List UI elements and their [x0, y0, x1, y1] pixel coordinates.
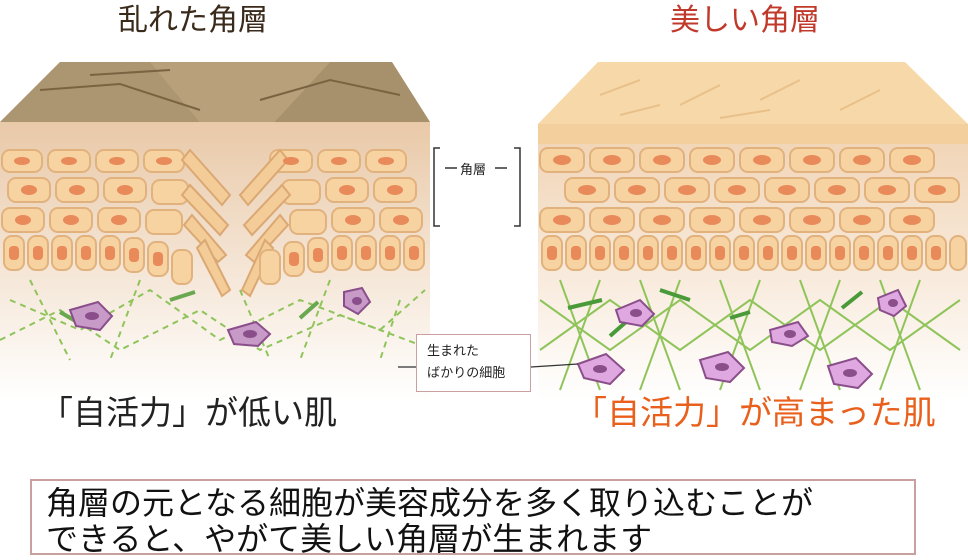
- right-title: 美しい角層: [670, 3, 820, 38]
- message-box: 角層の元となる細胞が美容成分を多く取り込むことが できると、やがて美しい角層が生…: [30, 479, 916, 558]
- newborn-cells-line2: ばかりの細胞: [427, 366, 506, 381]
- right-caption: 「自活力」が高まった肌: [574, 393, 936, 432]
- stratum-label: 角層: [460, 163, 487, 178]
- left-title: 乱れた角層: [118, 3, 268, 38]
- message-line-2: できると、やがて美しい角層が生まれます: [46, 520, 653, 558]
- newborn-leader-lines: [398, 363, 579, 368]
- left-caption: 「自活力」が低い肌: [40, 393, 337, 432]
- left-skin-block: [0, 62, 430, 400]
- newborn-cells-line1: 生まれた: [427, 344, 480, 359]
- newborn-cells-label: 生まれた ばかりの細胞: [416, 334, 531, 392]
- message-line-1: 角層の元となる細胞が美容成分を多く取り込むことが: [46, 484, 814, 522]
- right-skin-block: [538, 62, 968, 400]
- stratum-bracket: [433, 147, 521, 227]
